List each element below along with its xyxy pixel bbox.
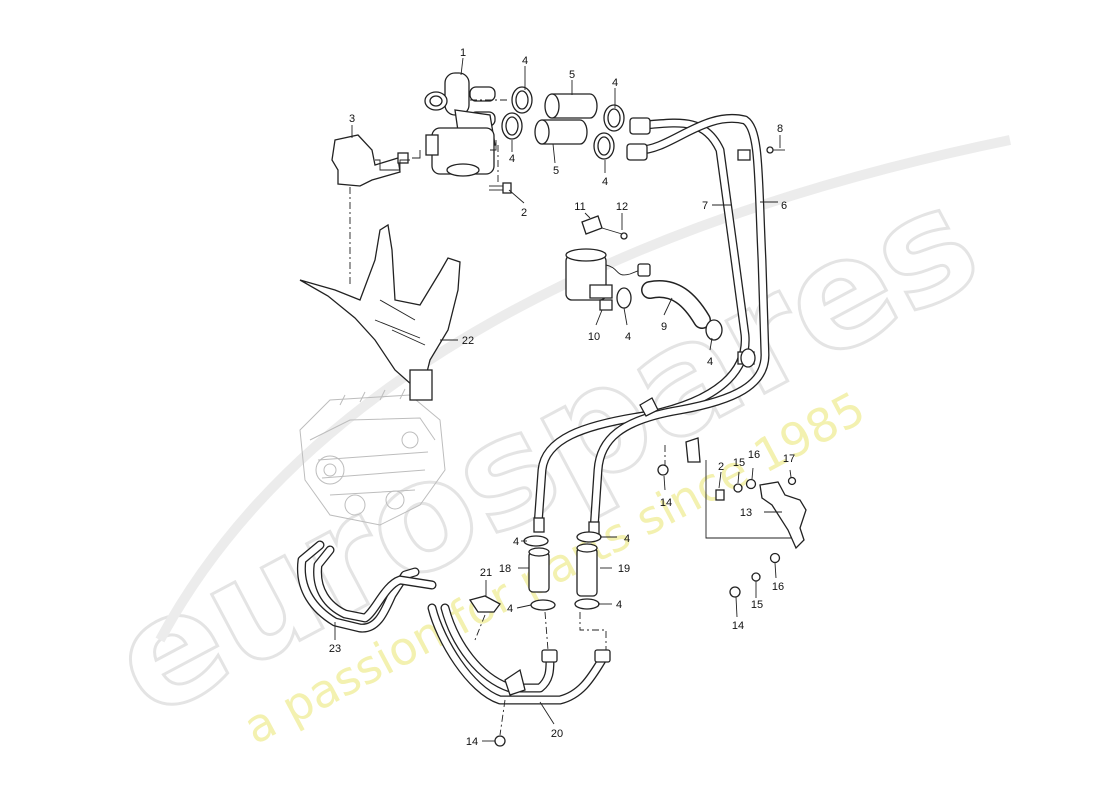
callout-2: 2 (521, 207, 527, 219)
hose-clamp (740, 348, 756, 368)
callout-12: 12 (616, 201, 628, 213)
hose-clamp (593, 132, 615, 160)
callout-4: 4 (507, 603, 513, 615)
screw-17 (787, 476, 797, 486)
callout-8: 8 (777, 123, 783, 135)
clip-21 (468, 595, 501, 613)
callout-15: 15 (751, 599, 763, 611)
hose-19 (576, 543, 598, 597)
callout-18: 18 (499, 563, 511, 575)
callout-16: 16 (748, 449, 760, 461)
pipe-20 (427, 603, 607, 705)
bracket-3 (331, 134, 409, 187)
hose-clamp (511, 86, 533, 114)
nut-16 (769, 552, 781, 564)
callout-20: 20 (551, 728, 563, 740)
valve-1 (424, 72, 496, 177)
engine-illustration (299, 388, 446, 526)
hose-clamp (616, 287, 632, 309)
hose-clamp (705, 319, 723, 341)
callout-5: 5 (569, 69, 575, 81)
callout-22: 22 (462, 335, 474, 347)
callout-17: 17 (783, 453, 795, 465)
nut-14 (729, 586, 741, 598)
pipe-bracket (685, 437, 701, 463)
callout-4: 4 (624, 533, 630, 545)
callout-14: 14 (466, 736, 478, 748)
callout-14: 14 (660, 497, 672, 509)
callout-2: 2 (718, 461, 724, 473)
nut-14 (494, 735, 506, 747)
callout-4: 4 (612, 77, 618, 89)
pipe-clip (737, 149, 751, 161)
callout-6: 6 (781, 200, 787, 212)
callout-11: 11 (574, 201, 585, 213)
bracket-13 (759, 481, 807, 550)
callout-23: 23 (329, 643, 341, 655)
callout-21: 21 (480, 567, 492, 579)
hose-18 (528, 547, 550, 593)
hose-clamp (523, 535, 549, 547)
callout-4: 4 (707, 356, 713, 368)
callout-4: 4 (522, 55, 528, 67)
screw-2 (715, 489, 725, 501)
hose-clamp (603, 104, 625, 132)
washer-15 (751, 572, 761, 582)
hose-clamp (576, 531, 602, 543)
nut-14 (657, 464, 669, 476)
dash-lines (349, 99, 666, 736)
callout-4: 4 (509, 153, 515, 165)
callout-4: 4 (616, 599, 622, 611)
screw-2 (489, 182, 512, 194)
callout-5: 5 (553, 165, 559, 177)
hose-5-lower (534, 119, 588, 145)
leader-lines (334, 57, 792, 742)
callout-4: 4 (513, 536, 519, 548)
screw-12 (601, 227, 628, 240)
callout-9: 9 (661, 321, 667, 333)
coolant-pipe-6 (589, 113, 770, 535)
callout-1: 1 (460, 47, 466, 59)
callout-10: 10 (588, 331, 600, 343)
hose-clamp (501, 112, 523, 140)
nut-16 (745, 478, 757, 490)
hose-5-upper (544, 93, 598, 119)
callout-15: 15 (733, 457, 745, 469)
pipe-23 (296, 540, 437, 633)
callout-13: 13 (740, 507, 752, 519)
callout-14: 14 (732, 620, 744, 632)
hose-clamp (574, 598, 600, 610)
hose-9 (641, 280, 711, 329)
hose-clamp (530, 599, 556, 611)
callout-19: 19 (618, 563, 630, 575)
watermark-swoosh (155, 135, 1012, 643)
callout-16: 16 (772, 581, 784, 593)
pipe-bracket (639, 397, 659, 417)
washer-15 (733, 483, 743, 493)
callout-4: 4 (625, 331, 631, 343)
pipe-stub (626, 143, 648, 161)
screw-8 (766, 146, 785, 154)
pipe-end (533, 517, 545, 533)
pipe-end (594, 649, 611, 663)
valve-10 (565, 248, 651, 311)
callout-numbers: 1 2 2 3 4 4 4 4 4 4 4 4 4 4 4 5 5 6 7 8 … (329, 47, 795, 748)
bracket-22 (299, 223, 461, 401)
pipe-end (541, 649, 558, 663)
connector-11 (581, 215, 603, 235)
callout-4: 4 (602, 176, 608, 188)
callout-3: 3 (349, 113, 355, 125)
callout-7: 7 (702, 200, 708, 212)
pipe-stub (629, 117, 651, 135)
